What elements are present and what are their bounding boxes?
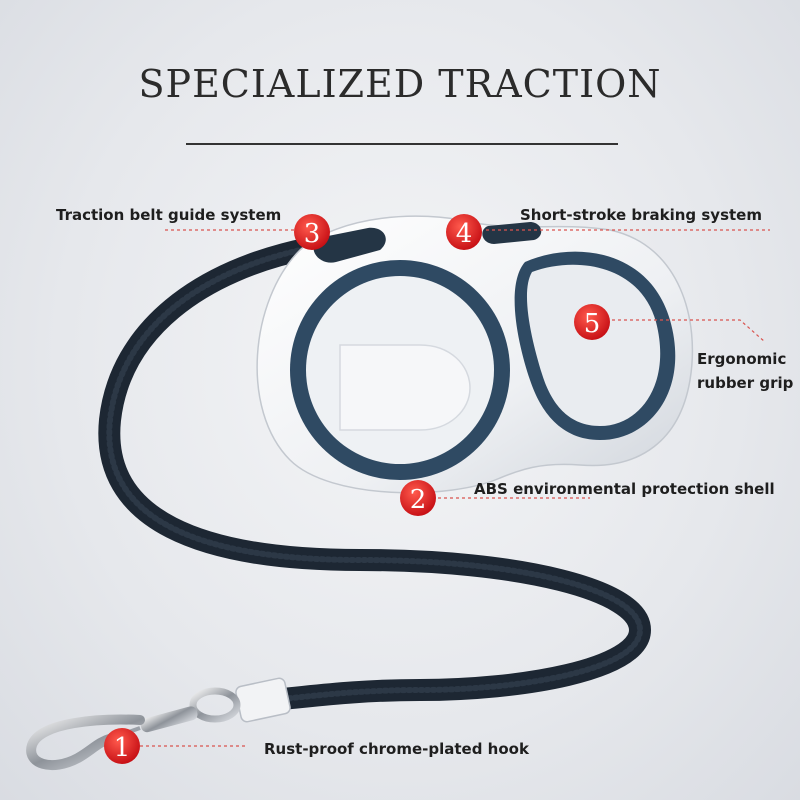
callout-badge-1: 1 bbox=[104, 728, 140, 764]
callout-label-5a: Ergonomic bbox=[697, 350, 787, 368]
leash-handle bbox=[256, 215, 694, 494]
callout-number-3: 3 bbox=[304, 219, 321, 249]
callout-number-5: 5 bbox=[584, 309, 601, 339]
callout-label-5b: rubber grip bbox=[697, 374, 794, 392]
callout-leaders bbox=[140, 229, 770, 747]
callout-label-4: Short-stroke braking system bbox=[520, 206, 762, 224]
callout-number-2: 2 bbox=[410, 485, 427, 515]
callout-badge-4: 4 bbox=[446, 214, 482, 250]
callout-label-2: ABS environmental protection shell bbox=[474, 480, 775, 498]
callout-label-3: Traction belt guide system bbox=[56, 206, 282, 224]
callout-label-1: Rust-proof chrome-plated hook bbox=[264, 740, 529, 758]
leader-line-5 bbox=[612, 319, 766, 343]
title-divider bbox=[186, 143, 618, 145]
page-title: SPECIALIZED TRACTION bbox=[138, 62, 662, 106]
callout-number-4: 4 bbox=[456, 219, 473, 249]
metal-hook-icon bbox=[26, 687, 241, 771]
callout-badge-5: 5 bbox=[574, 304, 610, 340]
callout-number-1: 1 bbox=[114, 733, 131, 763]
callout-badge-2: 2 bbox=[400, 480, 436, 516]
leash-strap bbox=[98, 237, 652, 711]
strap-end-clip bbox=[235, 677, 291, 723]
callout-badge-3: 3 bbox=[294, 214, 330, 250]
